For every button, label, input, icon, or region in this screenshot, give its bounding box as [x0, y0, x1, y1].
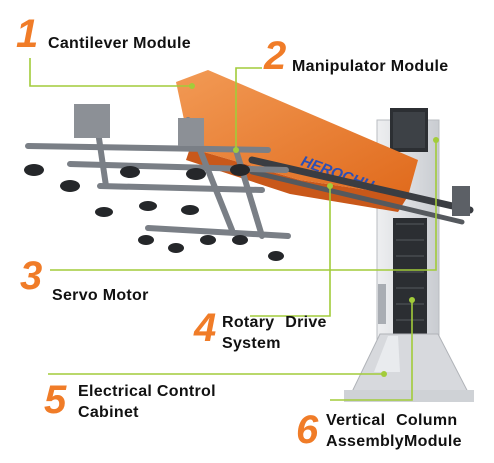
callout-label-line: AssemblyModule	[326, 433, 462, 450]
callout-label-line: Manipulator Module	[292, 58, 449, 75]
callout-label-line: Servo Motor	[52, 287, 149, 304]
callout-label-line: Electrical Control	[78, 383, 216, 400]
callout-number-2: 2	[264, 34, 287, 78]
callout-number-5: 5	[44, 378, 67, 422]
leader-lines	[29, 58, 437, 401]
callout-label-line: Vertical Column	[326, 412, 458, 429]
frame-bracket	[74, 104, 110, 138]
suction-cups	[24, 164, 284, 261]
callout-label-line: System	[222, 335, 281, 352]
callout-label-line: Cantilever Module	[48, 35, 191, 52]
callout-number-6: 6	[296, 408, 319, 452]
callout-label-5: Electrical Control Cabinet	[78, 381, 216, 423]
callout-number-4: 4	[194, 306, 217, 350]
callout-label-6: Vertical Column AssemblyModule	[326, 410, 462, 452]
callout-label-2: Manipulator Module	[292, 56, 449, 77]
callout-label-1: Cantilever Module	[48, 33, 191, 54]
callout-label-line: Rotary Drive	[222, 314, 327, 331]
callout-label-4: Rotary Drive System	[222, 312, 327, 354]
frame-bracket	[178, 118, 204, 146]
leader-dots	[189, 83, 439, 377]
callout-label-line: Cabinet	[78, 404, 139, 421]
callout-number-3: 3	[20, 254, 43, 298]
callout-label-3: Servo Motor	[52, 285, 149, 306]
callout-number-1: 1	[16, 12, 39, 56]
